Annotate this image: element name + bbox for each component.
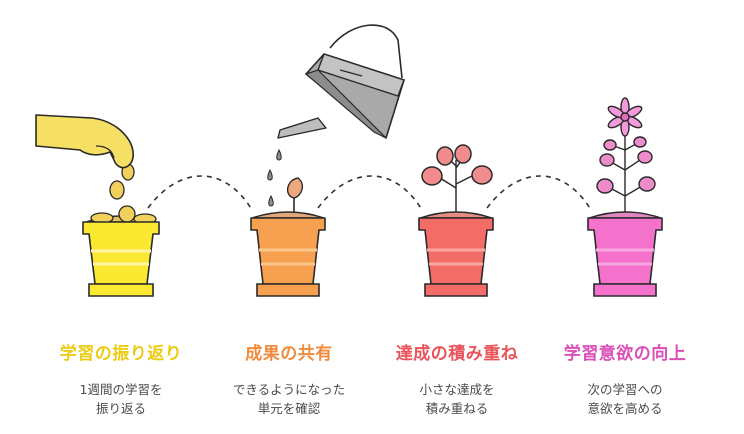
step-description: 小さな達成を 積み重ねる <box>372 380 542 418</box>
connector-3-4 <box>486 175 592 211</box>
pot-1 <box>35 114 160 297</box>
hand-icon <box>35 114 134 169</box>
dashed-connectors <box>147 175 592 211</box>
step-description-line: できるようになった <box>232 382 346 397</box>
pot-3 <box>418 144 494 297</box>
step-description: できるようになった 単元を確認 <box>204 380 374 418</box>
step-description-line: 次の学習への <box>587 382 663 397</box>
flower-icon <box>596 97 656 212</box>
step-description-line: 振り返る <box>95 401 146 416</box>
step-description-line: 意欲を高める <box>587 401 663 416</box>
step-description-line: 1週間の学習を <box>79 382 163 397</box>
step-title: 達成の積み重ね <box>395 344 519 364</box>
step-description-line: 積み重ねる <box>425 401 489 416</box>
step-4: 学習意欲の向上 次の学習への 意欲を高める <box>540 342 710 418</box>
pot-2 <box>250 24 405 297</box>
connector-2-3 <box>317 175 423 211</box>
step-description-line: 小さな達成を <box>419 382 495 397</box>
step-title: 学習意欲の向上 <box>563 344 687 364</box>
step-description-line: 単元を確認 <box>257 401 321 416</box>
watering-can-icon <box>277 24 405 139</box>
step-title: 成果の共有 <box>245 344 333 364</box>
step-3: 達成の積み重ね 小さな達成を 積み重ねる <box>372 342 542 418</box>
step-description: 1週間の学習を 振り返る <box>36 380 206 418</box>
step-title: 学習の振り返り <box>59 344 183 364</box>
plant-icon <box>421 144 493 212</box>
step-description: 次の学習への 意欲を高める <box>540 380 710 418</box>
step-2: 成果の共有 できるようになった 単元を確認 <box>204 342 374 418</box>
connector-1-2 <box>147 175 253 211</box>
step-1: 学習の振り返り 1週間の学習を 振り返る <box>36 342 206 418</box>
pot-4 <box>587 97 663 297</box>
